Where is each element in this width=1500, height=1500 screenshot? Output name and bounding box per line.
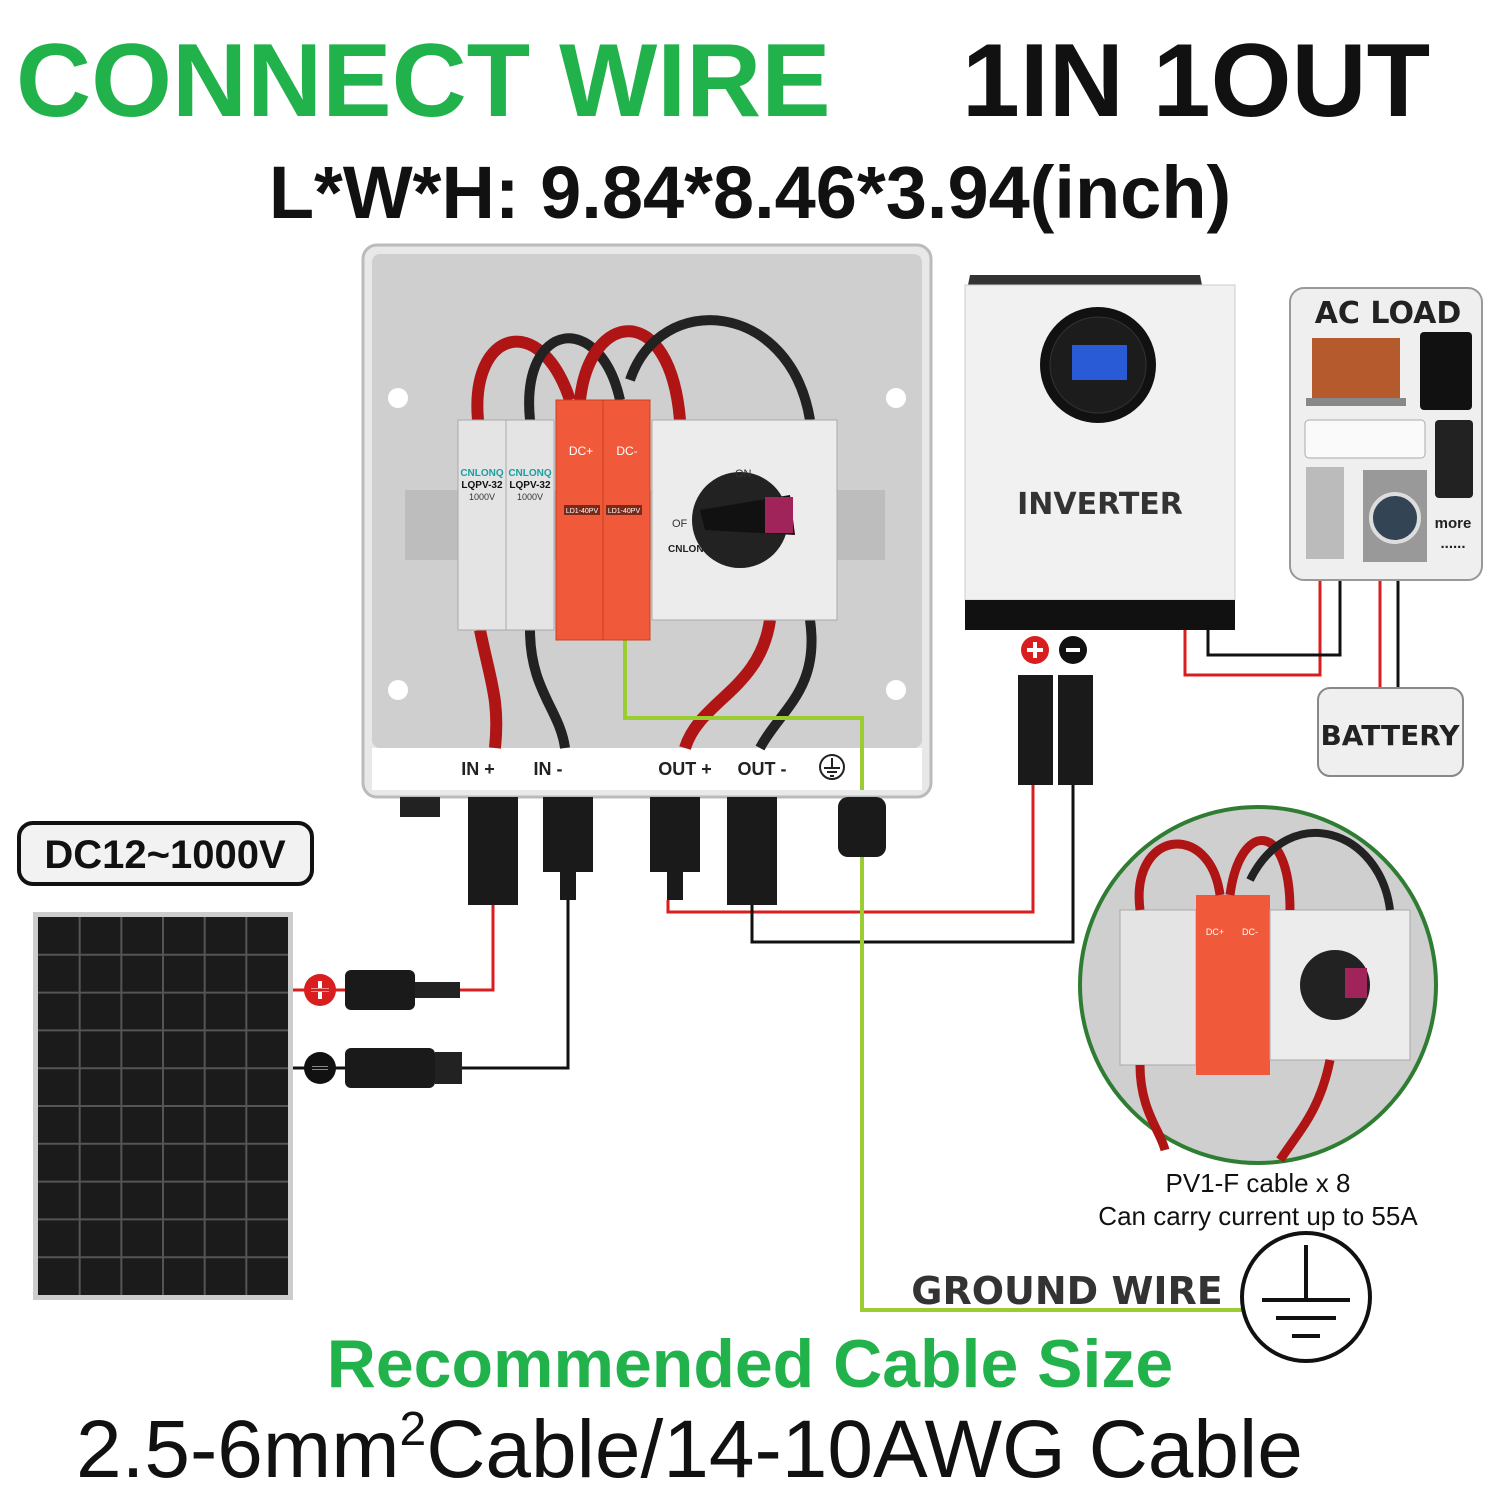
- fuse-brand-2: CNLONQ: [508, 468, 552, 479]
- combiner-box: LQPV-32 LQPV-32 CNLONQ CNLONQ 1000V 1000…: [361, 243, 933, 905]
- spd-model: LD1-40PV: [566, 508, 599, 515]
- fuse-voltage: 1000V: [469, 492, 495, 502]
- fuse-voltage-2: 1000V: [517, 492, 543, 502]
- cable-size-sup: 2: [400, 1403, 427, 1456]
- detail-spd-neg: DC-: [1242, 927, 1258, 937]
- phone-icon: [1435, 420, 1473, 498]
- port-in-minus: IN -: [534, 759, 563, 779]
- cable-size: 2.5-6mm2Cable/14-10AWG Cable: [76, 1403, 1303, 1495]
- switch-brand: CNLONQ: [668, 544, 712, 555]
- ac-load-panel: AC LOAD more ......: [1289, 287, 1483, 581]
- solar-panel: [33, 912, 293, 1300]
- title-black: 1IN 1OUT: [962, 23, 1430, 139]
- plus-icon: [1021, 636, 1049, 664]
- fuse-brand: CNLONQ: [460, 468, 504, 479]
- port-in-plus: IN +: [461, 759, 495, 779]
- ac-load-dots: ......: [1440, 535, 1465, 552]
- minus-icon: [1059, 636, 1087, 664]
- ground-port-icon: [819, 754, 845, 780]
- detail-spd-pos: DC+: [1206, 927, 1224, 937]
- port-out-minus: OUT -: [738, 759, 787, 779]
- spd-pos: DC+: [569, 444, 593, 458]
- ac-load-more: more: [1435, 515, 1472, 532]
- laptop-icon: [1312, 338, 1400, 398]
- spd-model-2: LD1-40PV: [608, 508, 641, 515]
- inverter: INVERTER: [964, 275, 1236, 785]
- dimensions: L*W*H: 9.84*8.46*3.94(inch): [269, 151, 1231, 234]
- title-green: CONNECT WIRE: [16, 23, 831, 139]
- recommended-heading: Recommended Cable Size: [327, 1326, 1173, 1402]
- air-conditioner-icon: [1304, 419, 1426, 459]
- detail-line2: Can carry current up to 55A: [1098, 1201, 1418, 1231]
- detail-magnifier: DC+ DC-: [1078, 805, 1438, 1165]
- cable-size-b: Cable/14-10AWG Cable: [426, 1404, 1303, 1495]
- battery-label: BATTERY: [1320, 719, 1460, 752]
- fridge-icon: [1306, 467, 1344, 559]
- fuse-model: LQPV-32: [461, 480, 503, 491]
- switch-on: ON: [735, 468, 752, 480]
- detail-line1: PV1-F cable x 8: [1166, 1168, 1351, 1198]
- cable-size-a: 2.5-6mm: [76, 1404, 400, 1495]
- inverter-label: INVERTER: [1017, 487, 1183, 522]
- switch-off: OF: [672, 518, 688, 530]
- ground-wire-label: GROUND WIRE: [911, 1269, 1222, 1313]
- battery-box: [1317, 687, 1464, 777]
- fuse-model-2: LQPV-32: [509, 480, 551, 491]
- voltage-badge: [17, 821, 314, 886]
- spd-neg: DC-: [616, 444, 637, 458]
- mc4-connector-plus: [345, 970, 415, 1010]
- mc4-connector-minus: [345, 1048, 435, 1088]
- voltage-range: DC12~1000V: [44, 833, 286, 877]
- port-out-plus: OUT +: [658, 759, 712, 779]
- tablet-icon: [1420, 332, 1472, 410]
- ac-load-title: AC LOAD: [1315, 296, 1462, 331]
- ground-icon: [1240, 1231, 1372, 1363]
